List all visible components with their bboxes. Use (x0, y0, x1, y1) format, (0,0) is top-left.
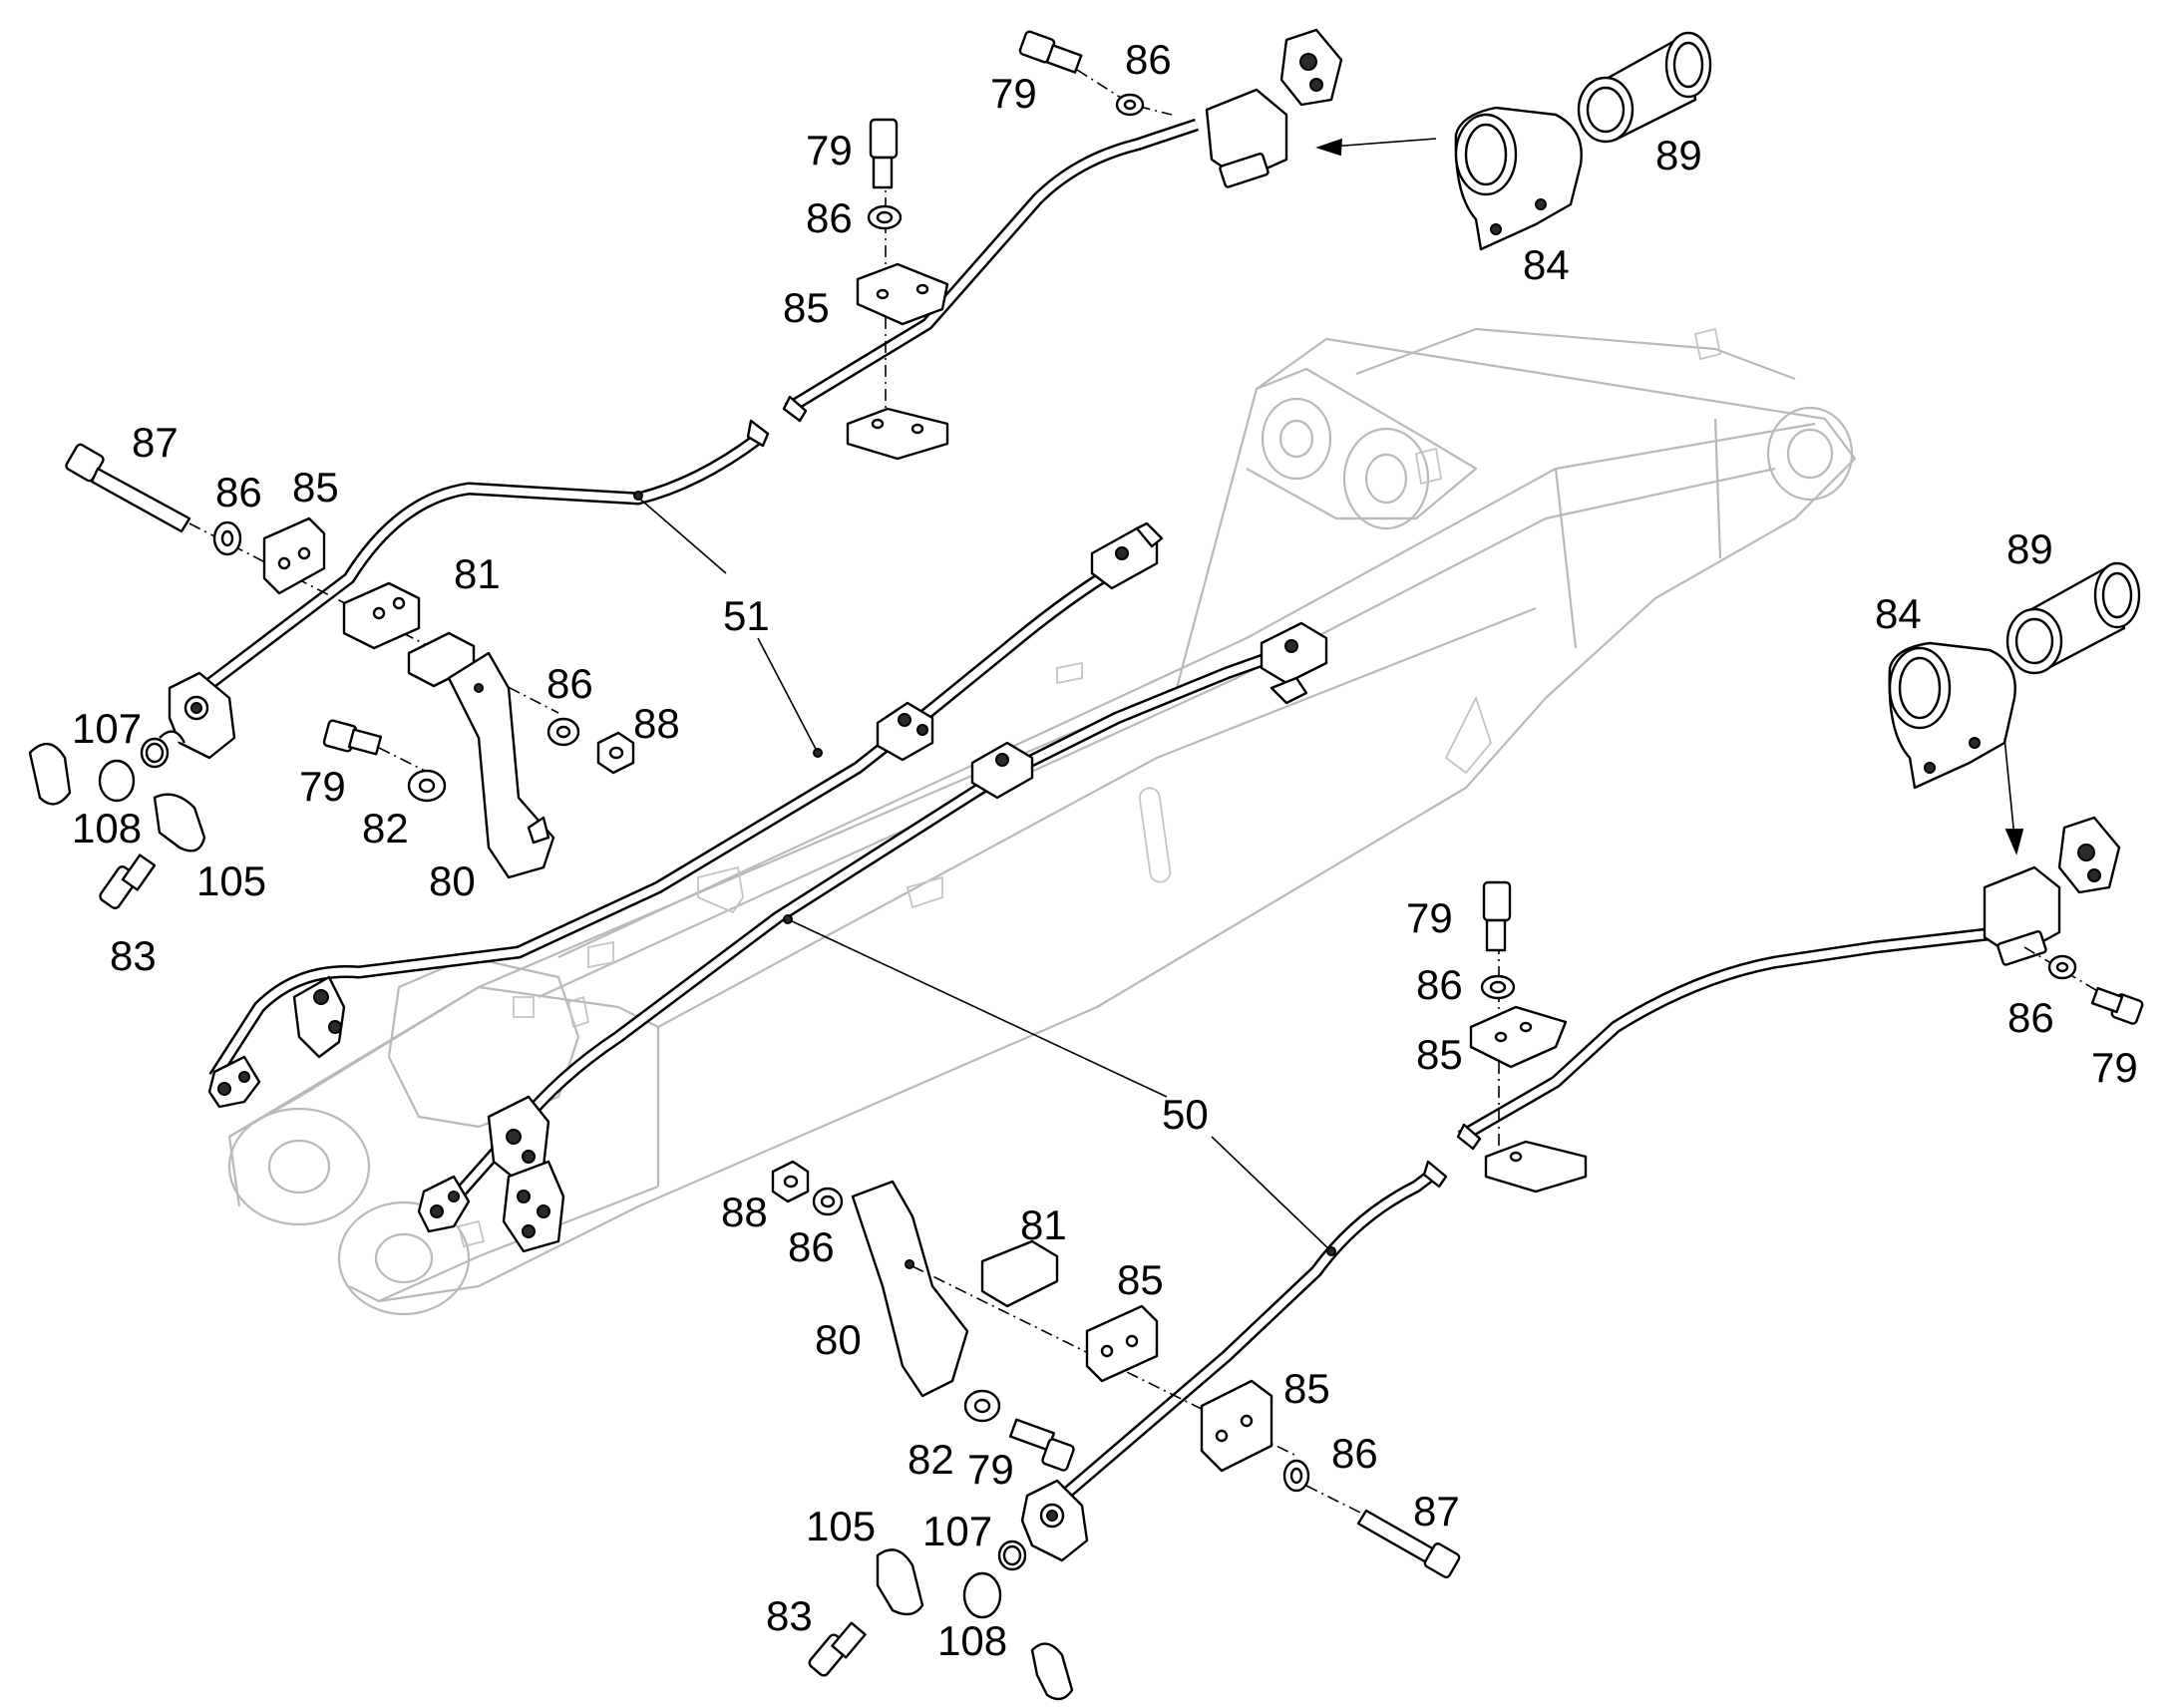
pipe-50 (434, 641, 2005, 1511)
callout-79-left: 79 (299, 763, 346, 810)
callout-88-left: 88 (633, 700, 680, 747)
callout-89-right: 89 (2006, 525, 2053, 572)
right-center-clamp-group (1469, 880, 1588, 1194)
callout-82-lower: 82 (908, 1436, 954, 1483)
callout-105-left: 105 (196, 857, 266, 904)
callout-107-left: 107 (72, 705, 142, 752)
callout-86-right-center: 86 (1416, 961, 1463, 1008)
callout-85-right-center: 85 (1416, 1031, 1463, 1078)
callout-51: 51 (723, 592, 770, 639)
leader-lines (633, 491, 1336, 1256)
left-clamp-group (65, 443, 635, 879)
left-end-fitting-group (28, 671, 236, 909)
callout-86-lower-2: 86 (1331, 1430, 1378, 1477)
callout-79-right: 79 (2091, 1044, 2138, 1091)
callout-81-lower: 81 (1020, 1201, 1067, 1248)
callout-80-lower: 80 (815, 1316, 862, 1363)
callout-89-top: 89 (1655, 132, 1702, 178)
callout-107-lower: 107 (922, 1508, 992, 1554)
callout-86-left: 86 (215, 469, 262, 515)
callout-108-left: 108 (72, 805, 142, 852)
callout-81-left: 81 (454, 550, 501, 597)
callout-87-lower: 87 (1413, 1488, 1460, 1535)
callout-79-right-center: 79 (1406, 894, 1453, 941)
callout-84-right: 84 (1875, 590, 1922, 637)
lower-end-fitting-group (808, 1479, 1089, 1701)
callout-86-upper-center: 86 (806, 194, 853, 241)
callout-79-lower: 79 (967, 1446, 1014, 1493)
callout-85-lower-2: 85 (1283, 1365, 1330, 1412)
upper-center-clamp-group (846, 118, 949, 461)
lower-clamp-group (771, 1160, 1461, 1578)
callout-50: 50 (1162, 1091, 1209, 1138)
pipe-51 (181, 118, 1200, 1081)
boom-frame (227, 327, 1857, 1316)
callout-86-left-2: 86 (546, 660, 593, 707)
callout-85-upper-center: 85 (783, 284, 830, 331)
callout-86-top: 86 (1125, 36, 1172, 83)
upper-right-fitting-group (1018, 28, 1712, 251)
callout-79-top: 79 (990, 70, 1037, 117)
callout-79-upper-center: 79 (806, 127, 853, 173)
callout-86-lower: 86 (788, 1223, 835, 1270)
callout-83-lower: 83 (766, 1592, 813, 1639)
callout-88-lower: 88 (721, 1189, 768, 1235)
callout-82-left: 82 (362, 805, 409, 852)
callout-85-left: 85 (292, 464, 339, 511)
callout-105-lower: 105 (806, 1503, 876, 1549)
callout-80-left: 80 (429, 857, 476, 904)
callout-85-lower: 85 (1117, 1256, 1164, 1303)
boom-clamps (207, 521, 1328, 1253)
callout-84-top: 84 (1523, 241, 1570, 288)
callout-108-lower: 108 (937, 1617, 1007, 1664)
right-fitting-group (1888, 561, 2144, 1025)
callout-86-right: 86 (2007, 994, 2054, 1041)
callout-87-left: 87 (132, 419, 179, 466)
callout-labels: 51 50 79 86 89 84 79 86 85 87 86 85 81 8… (72, 36, 2138, 1664)
callout-83-left: 83 (110, 932, 157, 979)
